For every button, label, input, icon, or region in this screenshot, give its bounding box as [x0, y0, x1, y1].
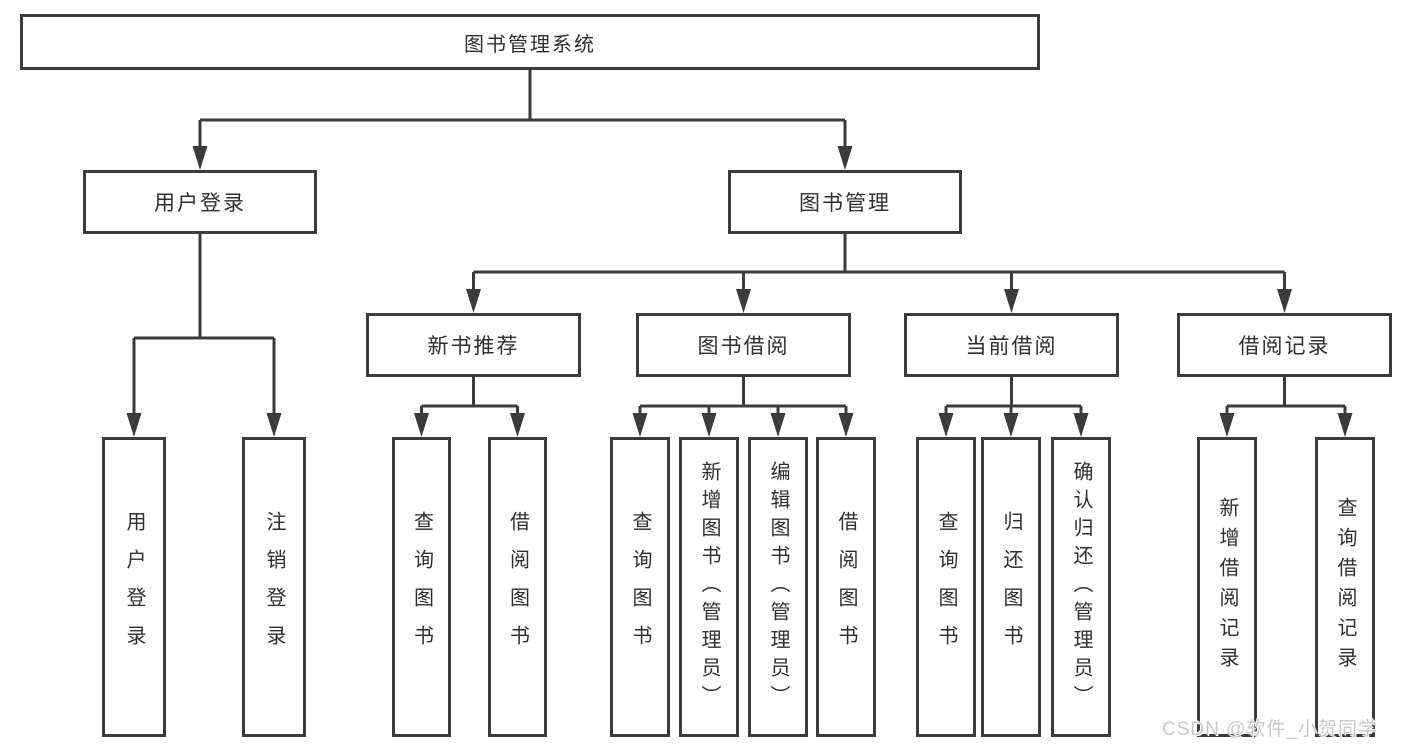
node-book-management-label: 图书管理: [799, 192, 891, 215]
leaf-confirm-return-admin: 确认归还（管理员）: [1051, 437, 1111, 737]
leaf-add-book-admin: 新增图书（管理员）: [679, 437, 739, 737]
leaf-query-books-recommend: 查询图书: [392, 437, 451, 737]
leaf-borrow-books-recommend: 借阅图书: [488, 437, 547, 737]
leaf-return-book: 归还图书: [981, 437, 1041, 737]
leaf-query-books-borrow: 查询图书: [610, 437, 670, 737]
node-borrow-records: 借阅记录: [1177, 313, 1392, 377]
leaf-user-login-label: 用户登录: [123, 511, 145, 663]
node-root: 图书管理系统: [20, 14, 1040, 70]
leaf-user-login: 用户登录: [102, 437, 166, 737]
node-current-borrow: 当前借阅: [904, 313, 1119, 377]
arrowheads: [126, 146, 1353, 437]
watermark: CSDN @软件_小贺同学: [1162, 719, 1378, 740]
leaf-query-borrow-record: 查询借阅记录: [1315, 437, 1375, 737]
leaf-confirm-return-admin-label: 确认归还（管理员）: [1070, 461, 1092, 713]
node-book-borrow-label: 图书借阅: [697, 335, 790, 358]
leaf-add-borrow-record-label: 新增借阅记录: [1216, 497, 1238, 677]
node-borrow-records-label: 借阅记录: [1238, 335, 1331, 358]
node-root-label: 图书管理系统: [464, 33, 596, 56]
leaf-query-books-current-label: 查询图书: [935, 511, 957, 663]
leaf-logout-label: 注销登录: [263, 511, 285, 663]
leaf-borrow-books-borrow: 借阅图书: [816, 437, 876, 737]
leaf-add-book-admin-label: 新增图书（管理员）: [698, 461, 720, 713]
leaf-logout: 注销登录: [242, 437, 306, 737]
leaf-edit-book-admin: 编辑图书（管理员）: [748, 437, 808, 737]
leaf-query-books-current: 查询图书: [916, 437, 976, 737]
node-book-borrow: 图书借阅: [636, 313, 851, 377]
leaf-query-books-recommend-label: 查询图书: [410, 511, 433, 663]
node-new-book-recommend-label: 新书推荐: [427, 335, 520, 358]
leaf-return-book-label: 归还图书: [1000, 511, 1022, 663]
leaf-borrow-books-recommend-label: 借阅图书: [506, 511, 529, 663]
node-user-login: 用户登录: [83, 170, 317, 234]
node-user-login-label: 用户登录: [154, 192, 246, 215]
leaf-query-borrow-record-label: 查询借阅记录: [1334, 497, 1356, 677]
node-book-management: 图书管理: [728, 170, 962, 234]
leaf-add-borrow-record: 新增借阅记录: [1197, 437, 1257, 737]
leaf-query-books-borrow-label: 查询图书: [629, 511, 651, 663]
leaf-edit-book-admin-label: 编辑图书（管理员）: [767, 461, 789, 713]
node-new-book-recommend: 新书推荐: [366, 313, 581, 377]
node-current-borrow-label: 当前借阅: [965, 335, 1058, 358]
leaf-borrow-books-borrow-label: 借阅图书: [835, 511, 857, 663]
